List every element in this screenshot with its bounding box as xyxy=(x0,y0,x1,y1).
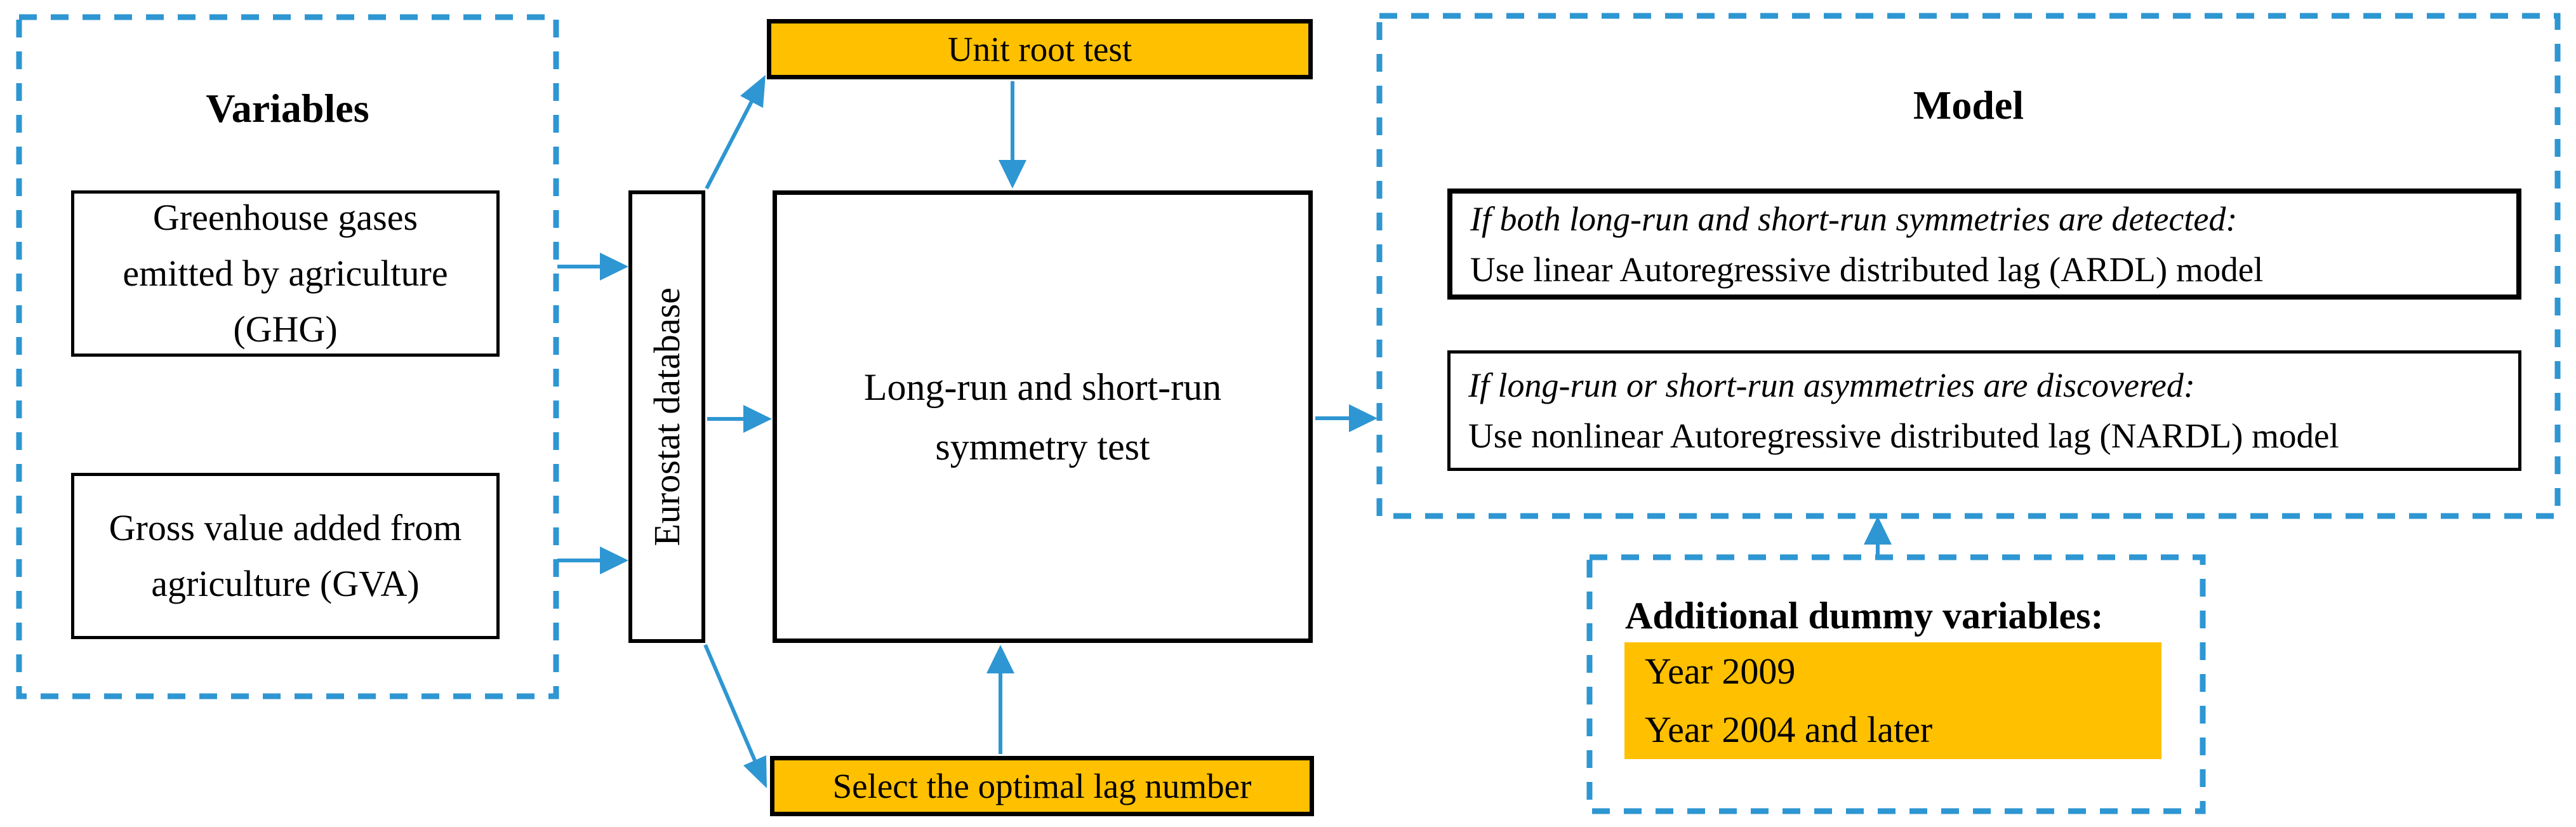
unit-root-test-box: Unit root test xyxy=(767,19,1313,79)
arrow-gva-to-database xyxy=(557,546,628,574)
arrow-ghg-to-database xyxy=(557,253,628,281)
dummy-variables-highlight: Year 2009 Year 2004 and later xyxy=(1624,642,2161,759)
arrow-lag-selection-to-symmetry-test-head xyxy=(986,645,1014,673)
arrow-dummy-to-model-head xyxy=(1864,516,1892,545)
lag-selection-box: Select the optimal lag number xyxy=(770,756,1314,816)
nardl-action: Use nonlinear Autoregressive distributed… xyxy=(1468,416,2339,455)
arrow-ghg-to-database-head xyxy=(600,253,628,281)
arrow-database-to-symmetry-test-head xyxy=(743,405,772,433)
model-panel-title: Model xyxy=(1913,83,2024,128)
dummy-panel-title: Additional dummy variables: xyxy=(1625,595,2104,637)
arrow-database-to-lag-selection-head xyxy=(743,755,767,788)
symmetry-test-box: Long-run and short-run symmetry test xyxy=(773,190,1313,643)
arrow-dummy-to-model xyxy=(1864,516,1892,556)
arrow-database-to-symmetry-test xyxy=(707,405,772,433)
unit-root-test-label: Unit root test xyxy=(947,30,1132,69)
dummy-item-year-2009: Year 2009 xyxy=(1645,651,1796,692)
arrow-database-to-unit-root-test-head xyxy=(740,75,766,108)
arrow-database-to-lag-selection-line xyxy=(703,644,757,762)
arrow-gva-to-database-head xyxy=(600,546,628,574)
arrow-database-to-unit-root-test-line xyxy=(705,100,754,190)
ghg-box-label: Greenhouse gases emitted by agriculture … xyxy=(123,197,448,350)
arrow-lag-selection-to-symmetry-test xyxy=(986,645,1014,754)
eurostat-database-label: Eurostat database xyxy=(646,287,687,546)
lag-selection-label: Select the optimal lag number xyxy=(832,767,1252,805)
ardl-action: Use linear Autoregressive distributed la… xyxy=(1470,249,2264,289)
arrow-symmetry-test-to-model-head xyxy=(1349,404,1378,432)
nardl-box: If long-run or short-run asymmetries are… xyxy=(1447,350,2521,471)
symmetry-test-label: Long-run and short-run symmetry test xyxy=(863,366,1222,468)
arrow-symmetry-test-to-model xyxy=(1315,404,1378,432)
gva-box: Gross value added from agriculture (GVA) xyxy=(71,473,500,639)
arrow-unit-root-test-to-symmetry-test-head xyxy=(999,160,1026,189)
dummy-item-year-2004: Year 2004 and later xyxy=(1645,709,1933,750)
ardl-box: If both long-run and short-run symmetrie… xyxy=(1447,189,2521,300)
ghg-box: Greenhouse gases emitted by agriculture … xyxy=(71,190,500,357)
arrow-unit-root-test-to-symmetry-test xyxy=(999,81,1026,189)
eurostat-database-box: Eurostat database xyxy=(628,190,705,643)
arrow-database-to-lag-selection xyxy=(703,644,767,788)
variables-panel-title: Variables xyxy=(206,86,369,131)
gva-box-label: Gross value added from agriculture (GVA) xyxy=(109,507,462,604)
ardl-condition: If both long-run and short-run symmetrie… xyxy=(1470,199,2238,238)
nardl-condition: If long-run or short-run asymmetries are… xyxy=(1468,366,2195,404)
arrow-database-to-unit-root-test xyxy=(705,75,766,190)
